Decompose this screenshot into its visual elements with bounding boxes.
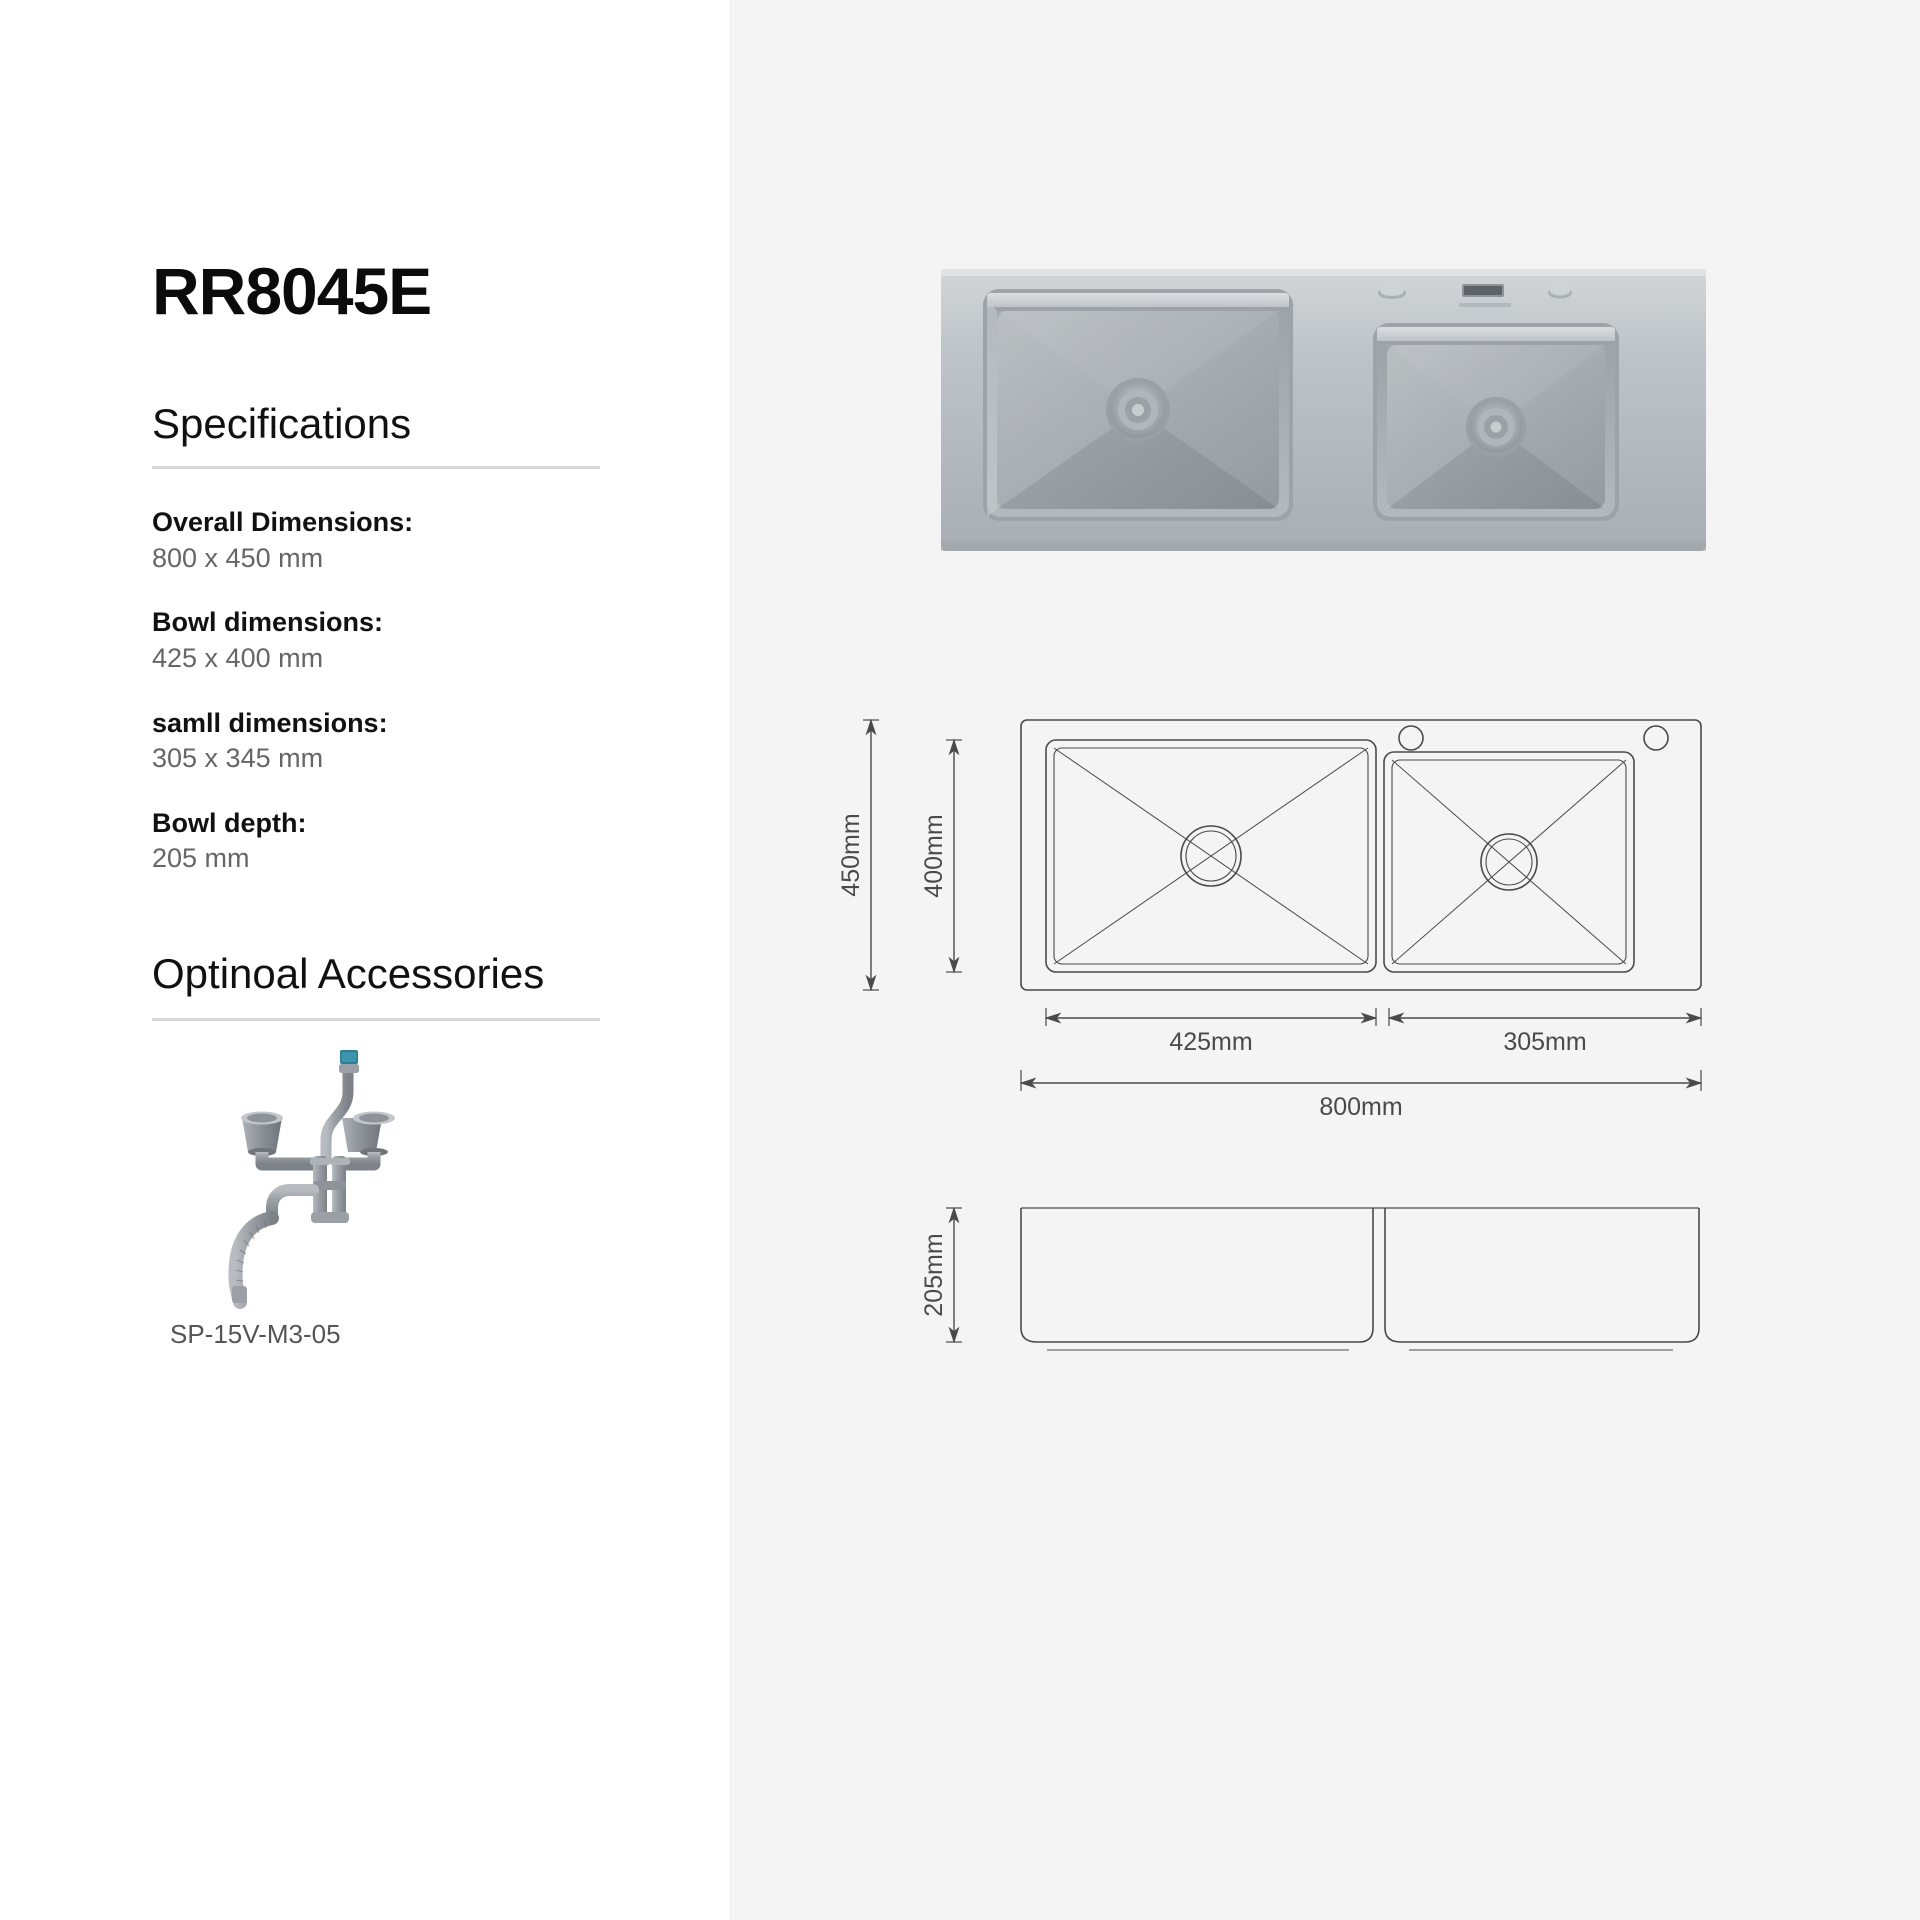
- spec-item-overall-dimensions: Overall Dimensions: 800 x 450 mm: [152, 505, 622, 576]
- top-view-drawing: 450mm 400mm 425mm: [811, 700, 1831, 1130]
- specifications-heading: Specifications: [152, 400, 412, 447]
- spec-value: 800 x 450 mm: [152, 542, 324, 573]
- dim-small-bowl-width: 305mm: [1503, 1028, 1586, 1056]
- spec-value: 425 x 400 mm: [152, 642, 324, 673]
- dim-bowl-height: 400mm: [920, 814, 948, 897]
- faucet-hole-right: [1548, 286, 1572, 299]
- accessory-item: SP-15V-M3-05: [152, 1040, 472, 1350]
- page-title: RR8045E: [152, 254, 432, 328]
- spec-label: Overall Dimensions:: [152, 507, 414, 537]
- spec-item-bowl-dimensions: Bowl dimensions: 425 x 400 mm: [152, 605, 622, 676]
- brand-logo-plate: [1459, 284, 1511, 307]
- dim-bowl-depth: 205mm: [920, 1233, 948, 1316]
- dim-overall-height: 450mm: [837, 813, 865, 896]
- spec-label: Bowl dimensions:: [152, 607, 384, 638]
- specifications-list: Overall Dimensions: 800 x 450 mm Bowl di…: [152, 505, 622, 906]
- accessories-heading: Optinoal Accessories: [152, 950, 545, 997]
- stainless-steel-double-bowl-sink-photo: [941, 255, 1706, 565]
- right-visual-panel: 450mm 400mm 425mm: [731, 0, 1920, 1920]
- section-view-drawing: 205mm: [811, 1190, 1831, 1390]
- left-info-panel: RR8045E Specifications Overall Dimension…: [0, 0, 731, 1920]
- faucet-hole-left: [1378, 286, 1406, 299]
- spec-value: 305 x 345 mm: [152, 743, 324, 774]
- spec-value: 205 mm: [152, 843, 250, 874]
- spec-item-small-dimensions: samll dimensions: 305 x 345 mm: [152, 706, 622, 777]
- accessories-divider: [152, 1018, 600, 1021]
- spec-item-bowl-depth: Bowl depth: 205 mm: [152, 806, 622, 877]
- dim-overall-width: 800mm: [1319, 1093, 1402, 1121]
- spec-label: samll dimensions:: [152, 707, 388, 738]
- drain-waste-kit-icon: [180, 1040, 410, 1309]
- spec-label: Bowl depth:: [152, 807, 307, 838]
- dim-large-bowl-width: 425mm: [1169, 1028, 1252, 1056]
- accessory-code: SP-15V-M3-05: [170, 1319, 341, 1349]
- specifications-divider: [152, 466, 600, 469]
